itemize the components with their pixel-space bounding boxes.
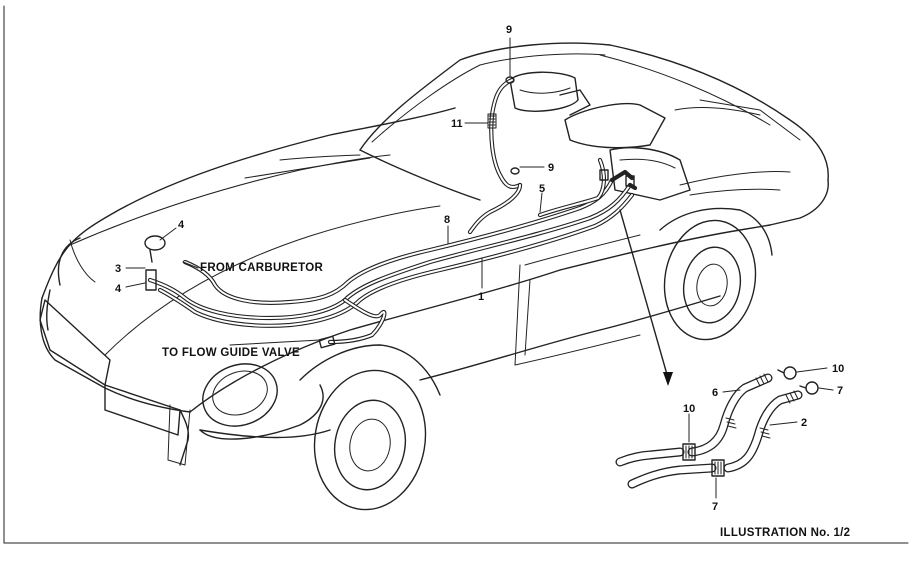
- callout-6: 6: [712, 387, 718, 399]
- callout-8: 8: [444, 214, 450, 226]
- callout-5: 5: [539, 183, 545, 195]
- callout-9-top: 9: [506, 24, 512, 36]
- illustration-number: ILLUSTRATION No. 1/2: [720, 527, 850, 539]
- callout-10-left: 10: [683, 403, 695, 415]
- callout-3: 3: [115, 263, 121, 275]
- callout-7-right: 7: [837, 385, 843, 397]
- page-frame: [3, 5, 909, 544]
- label-from-carburetor: FROM CARBURETOR: [200, 262, 324, 274]
- callout-leaders: [125, 37, 834, 499]
- callout-1: 1: [478, 291, 484, 303]
- callout-9-mid: 9: [548, 162, 554, 174]
- callout-11: 11: [451, 118, 463, 130]
- fittings: [144, 76, 635, 349]
- callout-4-lower: 4: [115, 283, 122, 295]
- rear-wheel: [659, 207, 773, 341]
- car-body: [39, 42, 829, 466]
- callout-7-bottom: 7: [712, 501, 718, 513]
- callout-4-upper: 4: [178, 219, 185, 231]
- fuel-pipes: [147, 77, 638, 345]
- label-to-flow-guide-valve: TO FLOW GUIDE VALVE: [162, 347, 300, 359]
- fuel-tank: [509, 71, 691, 201]
- callout-10-right: 10: [832, 363, 844, 375]
- front-wheel: [299, 344, 441, 511]
- detail-arrow: [619, 209, 673, 386]
- hose-detail: [615, 366, 819, 489]
- callout-2: 2: [801, 417, 807, 429]
